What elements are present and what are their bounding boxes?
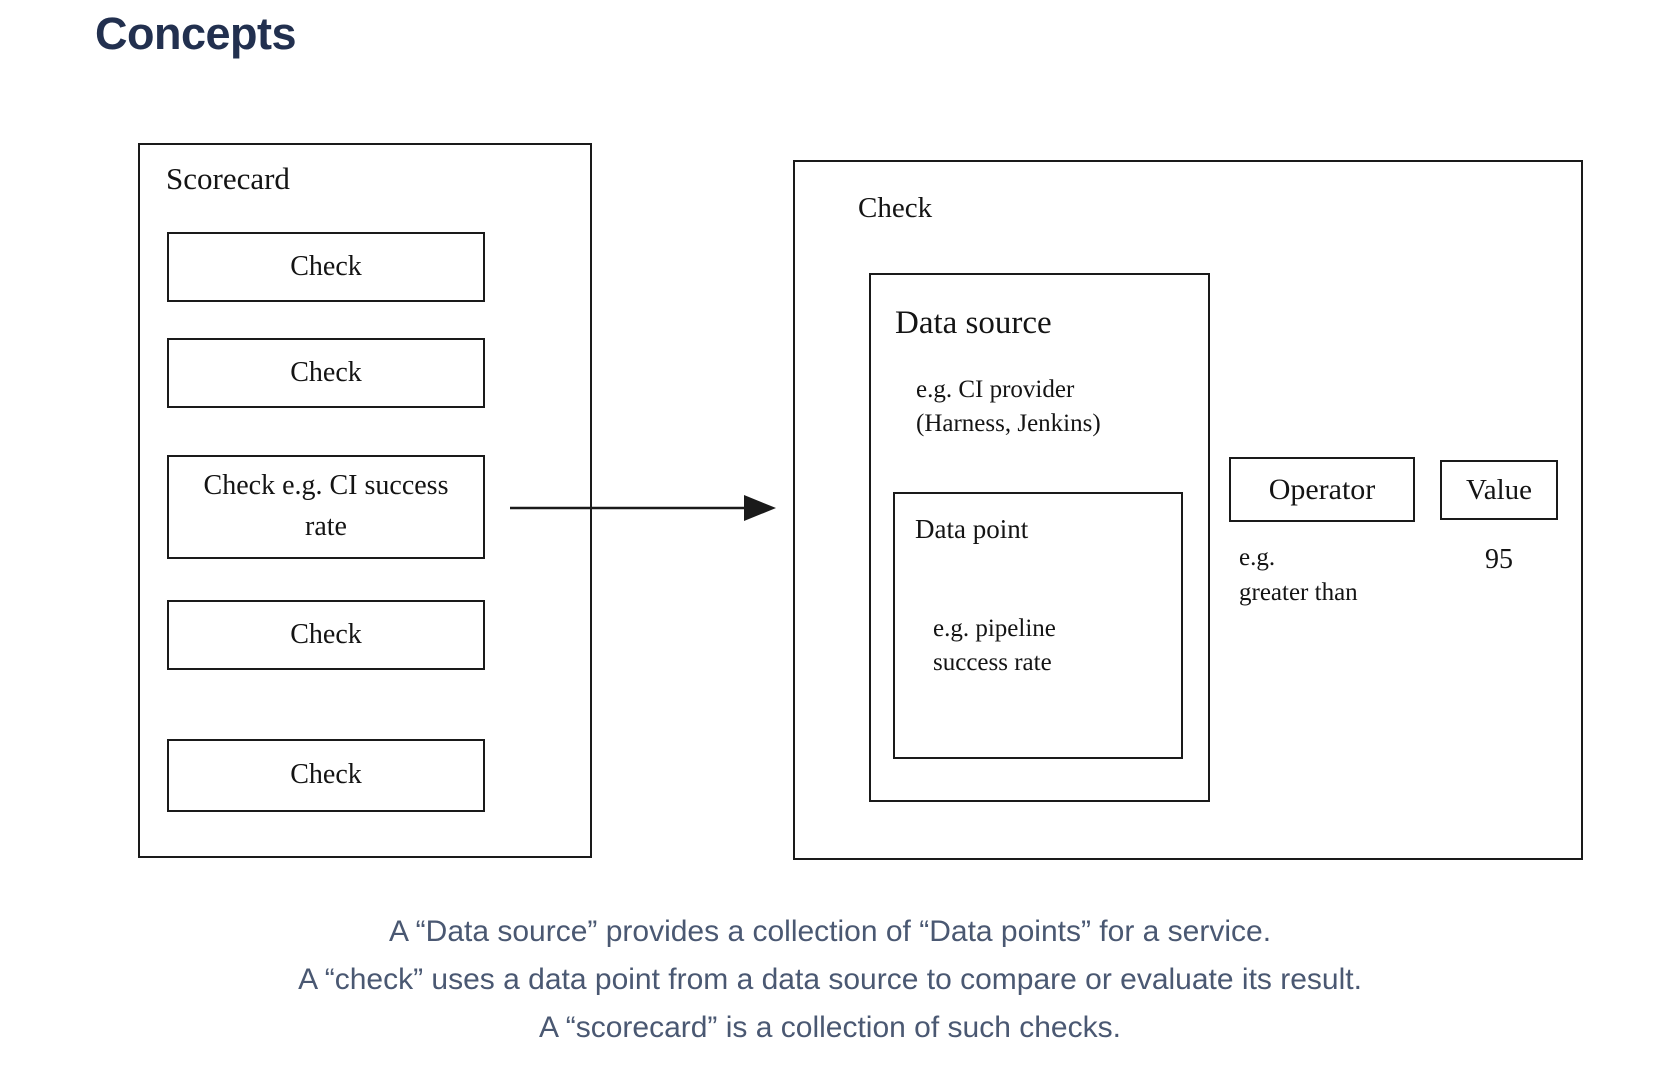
caption-text: A “Data source” provides a collection of… — [0, 908, 1660, 1052]
operator-example: e.g. greater than — [1239, 540, 1358, 610]
data-source-label: Data source — [895, 305, 1052, 341]
data-source-example-line: e.g. CI provider — [916, 376, 1075, 403]
check-panel-label: Check — [858, 192, 933, 224]
operator-example-line: greater than — [1239, 579, 1358, 606]
value-box: Value — [1440, 460, 1558, 520]
data-point-label: Data point — [915, 514, 1029, 544]
scorecard-label: Scorecard — [166, 161, 290, 196]
right-arrow-icon — [510, 495, 776, 521]
operator-example-line: e.g. — [1239, 544, 1276, 571]
scorecard-check-item-ci-success-rate: Check e.g. CI success rate — [167, 455, 485, 559]
data-point-example-line: e.g. pipeline — [933, 615, 1056, 642]
scorecard-check-item: Check — [167, 739, 485, 812]
scorecard-check-item: Check — [167, 600, 485, 670]
data-point-box: Data point e.g. pipeline success rate — [893, 492, 1183, 759]
check-detail-panel: Check Data source e.g. CI provider (Harn… — [793, 160, 1583, 860]
operator-box: Operator — [1229, 457, 1415, 522]
data-source-box: Data source e.g. CI provider (Harness, J… — [869, 273, 1210, 802]
data-point-example-line: success rate — [933, 649, 1052, 676]
caption-line: A “check” uses a data point from a data … — [298, 963, 1362, 996]
caption-line: A “scorecard” is a collection of such ch… — [539, 1011, 1121, 1044]
scorecard-check-item: Check — [167, 338, 485, 408]
page-title: Concepts — [95, 8, 297, 59]
scorecard-panel: Scorecard Check Check Check e.g. CI succ… — [138, 143, 592, 858]
data-source-example-line: (Harness, Jenkins) — [916, 410, 1101, 437]
data-source-example: e.g. CI provider (Harness, Jenkins) — [916, 373, 1101, 441]
scorecard-check-item: Check — [167, 232, 485, 302]
data-point-example: e.g. pipeline success rate — [933, 612, 1056, 680]
caption-line: A “Data source” provides a collection of… — [388, 915, 1272, 948]
value-example: 95 — [1485, 544, 1513, 575]
